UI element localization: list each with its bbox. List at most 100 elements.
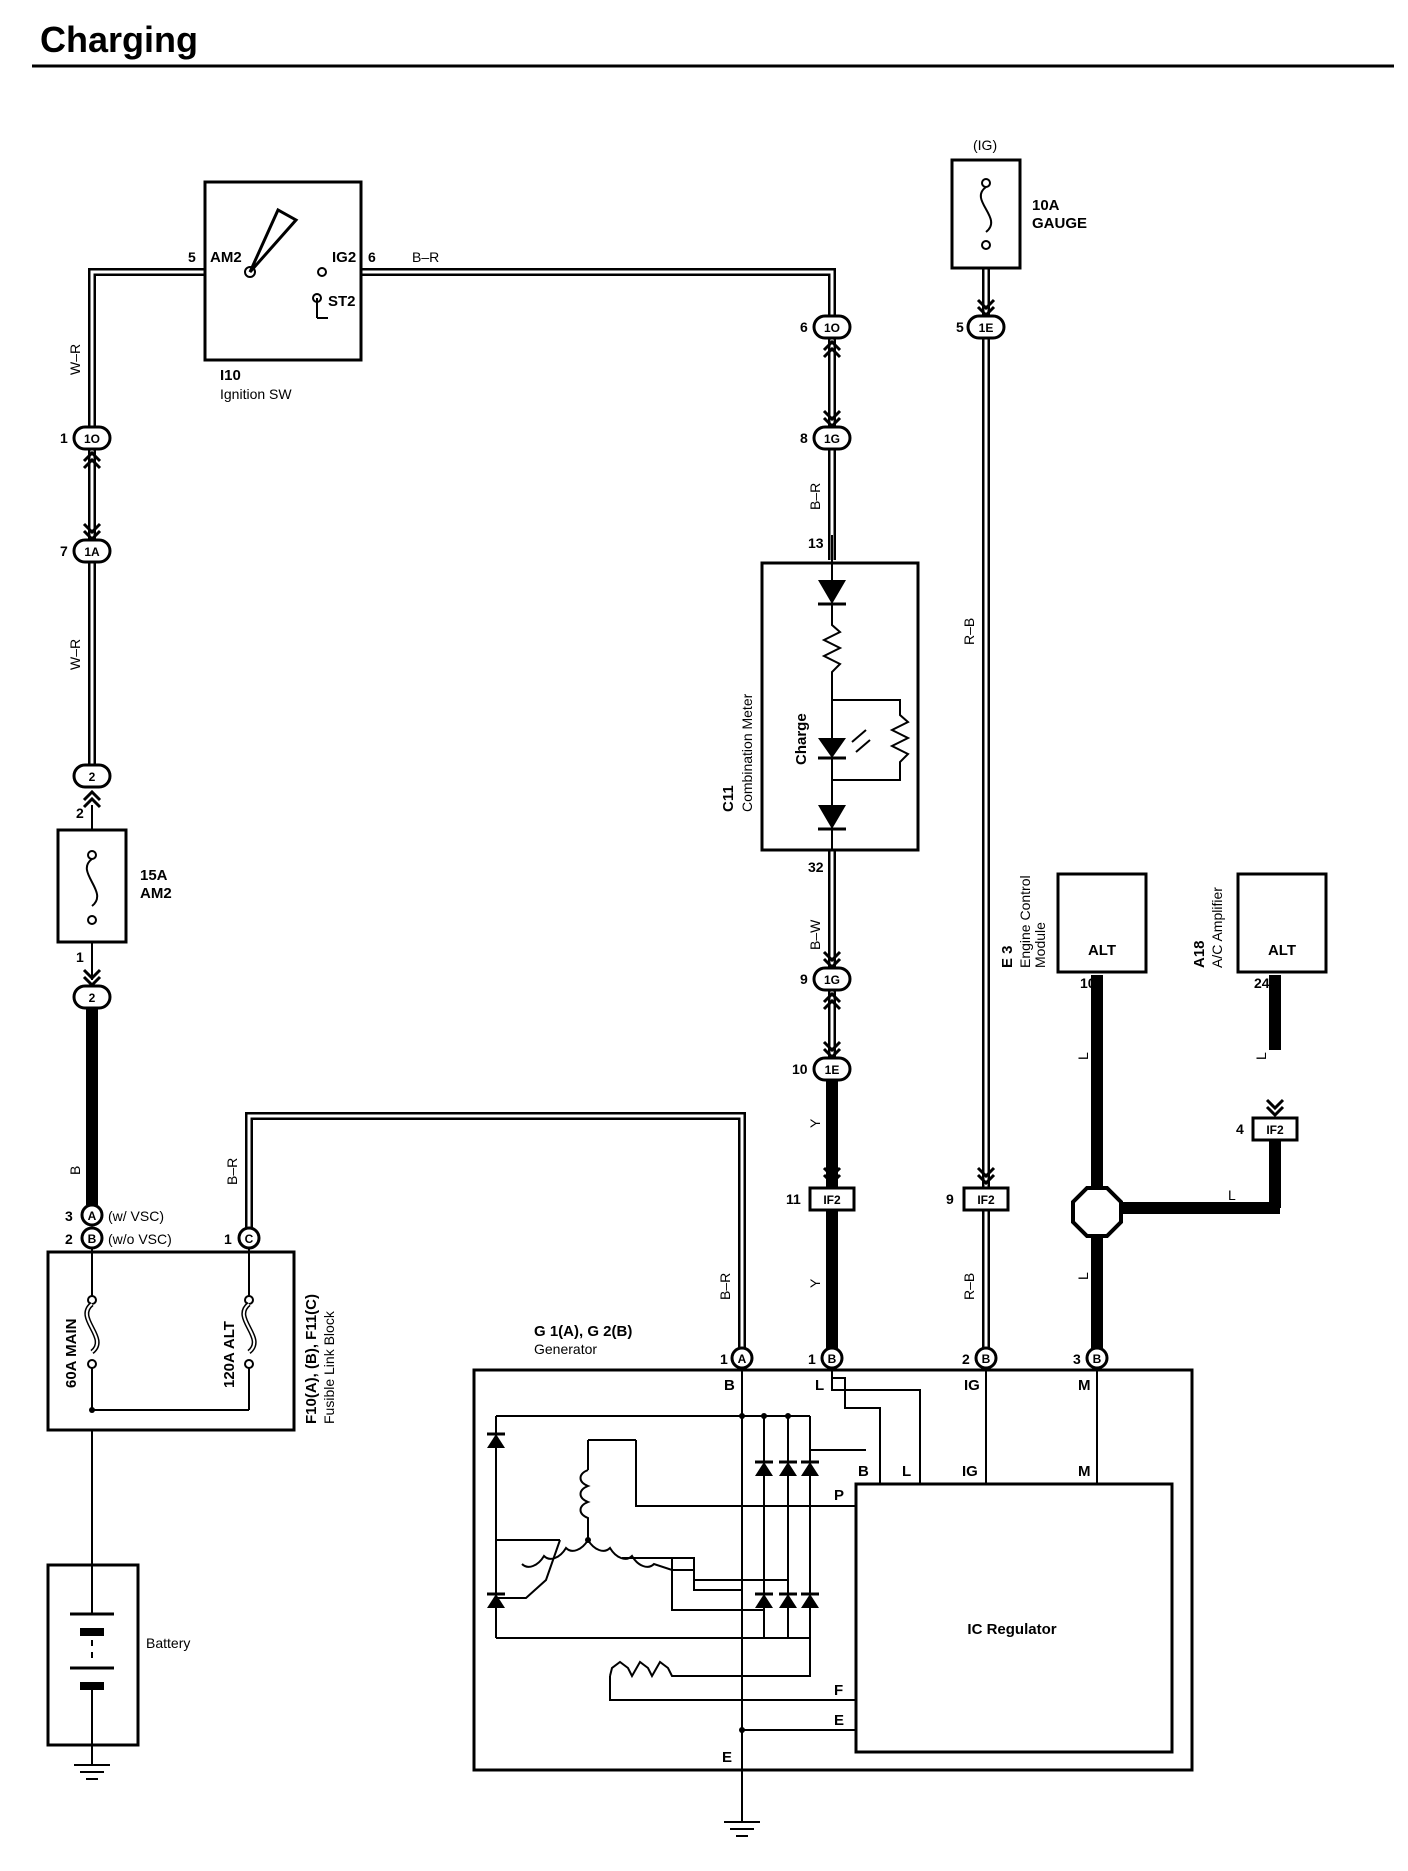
wire-label-bw: B–W — [807, 919, 823, 950]
fb-name2: Fusible Link Block — [321, 1310, 337, 1424]
ground-symbols — [74, 1764, 760, 1837]
wire-label-y-lower: Y — [807, 1278, 823, 1288]
conn-1g-b-pin: 9 — [800, 971, 808, 987]
conn-1e-a-code: 1E — [979, 321, 994, 335]
generator-name: Generator — [534, 1341, 597, 1357]
gen-pin-1a-num: 1 — [720, 1351, 728, 1367]
ig-name: Ignition SW — [220, 386, 292, 402]
if2-b-code: IF2 — [977, 1193, 995, 1207]
conn-1e-b-code: 1E — [825, 1063, 840, 1077]
fuse-gauge — [950, 158, 1022, 270]
reg-term-b: B — [858, 1463, 869, 1480]
ecm-box — [1056, 872, 1148, 974]
ac-pin: 24 — [1254, 975, 1270, 991]
conn-1g-a-code: 1G — [824, 432, 840, 446]
combination-meter — [760, 561, 920, 852]
gen-term-b: B — [724, 1377, 735, 1394]
gen-term-l: L — [815, 1377, 824, 1394]
ac-name: A/C Amplifier — [1209, 887, 1225, 968]
reg-term-l: L — [902, 1463, 911, 1480]
gen-pin-1a-letter: A — [738, 1352, 747, 1366]
ig-ig2-label: IG2 — [332, 249, 356, 266]
wire-label-wr-upper: W–R — [67, 344, 83, 375]
fuse-am2-rating: 15A — [140, 867, 168, 884]
ig-id: I10 — [220, 367, 241, 384]
ecm-name1: Engine Control — [1017, 875, 1033, 968]
meter-pin-in: 13 — [808, 535, 824, 551]
if2-a-pin: 11 — [786, 1191, 801, 1207]
ig-am2-label: AM2 — [210, 249, 242, 266]
ignition-switch — [203, 180, 363, 362]
conn-2-top-code: 2 — [89, 770, 96, 784]
conn-1o-a-code: 1O — [84, 432, 100, 446]
meter-pin-out: 32 — [808, 859, 824, 875]
conn-1e-a-pin: 5 — [956, 319, 964, 335]
fb-pinB-letter: B — [88, 1232, 97, 1246]
conn-1o-a-pin: 1 — [60, 430, 68, 446]
conn-1a-pin: 7 — [60, 543, 68, 559]
meter-lamp-label: Charge — [793, 713, 810, 765]
if2-c-code: IF2 — [1266, 1123, 1284, 1137]
generator-id: G 1(A), G 2(B) — [534, 1323, 632, 1340]
wire-label-l-ac: L — [1253, 1052, 1269, 1060]
wire-label-y-upper: Y — [807, 1118, 823, 1128]
reg-term-f: F — [834, 1682, 843, 1699]
wire-label-br-gen: B–R — [717, 1273, 733, 1300]
fb-alt-label: 120A ALT — [221, 1321, 238, 1388]
if2-a-code: IF2 — [823, 1193, 841, 1207]
conn-1a-code: 1A — [84, 545, 100, 559]
ig-st2-label: ST2 — [328, 293, 356, 310]
fb-main-label: 60A MAIN — [63, 1319, 80, 1388]
conn-1e-b-pin: 10 — [792, 1061, 808, 1077]
fb-pinA-note: (w/ VSC) — [108, 1208, 164, 1224]
gen-pin-3b-letter: B — [1093, 1352, 1102, 1366]
fusible-link-block — [46, 1203, 296, 1432]
fb-pinA-letter: A — [88, 1209, 97, 1223]
ecm-name2: Module — [1032, 922, 1048, 968]
reg-term-p: P — [834, 1487, 844, 1504]
wire-label-br-fusible: B–R — [224, 1158, 240, 1185]
ig-pin-am2: 5 — [188, 249, 196, 265]
thick-wires — [86, 975, 1281, 1352]
reg-term-ig: IG — [962, 1463, 978, 1480]
if2-c-pin: 4 — [1236, 1121, 1244, 1137]
gen-pin-2b-num: 2 — [962, 1351, 970, 1367]
fb-name1: F10(A), (B), F11(C) — [303, 1294, 320, 1424]
fuse-am2-name: AM2 — [140, 885, 172, 902]
fb-pinC-letter: C — [245, 1232, 254, 1246]
junction-octagon — [1071, 1186, 1123, 1238]
ecm-terminal: ALT — [1088, 942, 1116, 959]
fuse-gauge-rating: 10A — [1032, 197, 1060, 214]
battery — [46, 1563, 140, 1747]
gen-term-ig: IG — [964, 1377, 980, 1394]
wire-label-rb-upper: R–B — [961, 618, 977, 645]
wire-label-l-gen: L — [1075, 1272, 1091, 1280]
fuse-am2-pin-top: 2 — [76, 805, 84, 821]
reg-term-e: E — [834, 1712, 844, 1729]
wire-label-l-h: L — [1228, 1187, 1236, 1203]
fuse-gauge-name: GAUGE — [1032, 215, 1087, 232]
fb-pinA-num: 3 — [65, 1208, 73, 1224]
meter-id: C11 — [720, 785, 737, 812]
conn-1o-b-code: 1O — [824, 321, 840, 335]
fuse-gauge-source: (IG) — [973, 137, 997, 153]
gen-pin-1b-num: 1 — [808, 1351, 816, 1367]
ecm-id: E 3 — [999, 945, 1016, 968]
if2-boxes — [808, 1116, 1299, 1212]
gen-term-m: M — [1078, 1377, 1091, 1394]
generator — [472, 1346, 1194, 1772]
gen-pin-2b-letter: B — [982, 1352, 991, 1366]
connector-chevrons — [82, 298, 1285, 1186]
battery-label: Battery — [146, 1635, 190, 1651]
conn-1o-b-pin: 6 — [800, 319, 808, 335]
wire-label-l-ecm: L — [1075, 1052, 1091, 1060]
if2-b-pin: 9 — [946, 1191, 954, 1207]
ig-pin-ig2: 6 — [368, 249, 376, 265]
ic-regulator-label: IC Regulator — [967, 1621, 1056, 1638]
ac-id: A18 — [1191, 940, 1208, 968]
conn-2-bot-code: 2 — [89, 991, 96, 1005]
conn-1g-a-pin: 8 — [800, 430, 808, 446]
page-title: Charging — [40, 19, 198, 60]
